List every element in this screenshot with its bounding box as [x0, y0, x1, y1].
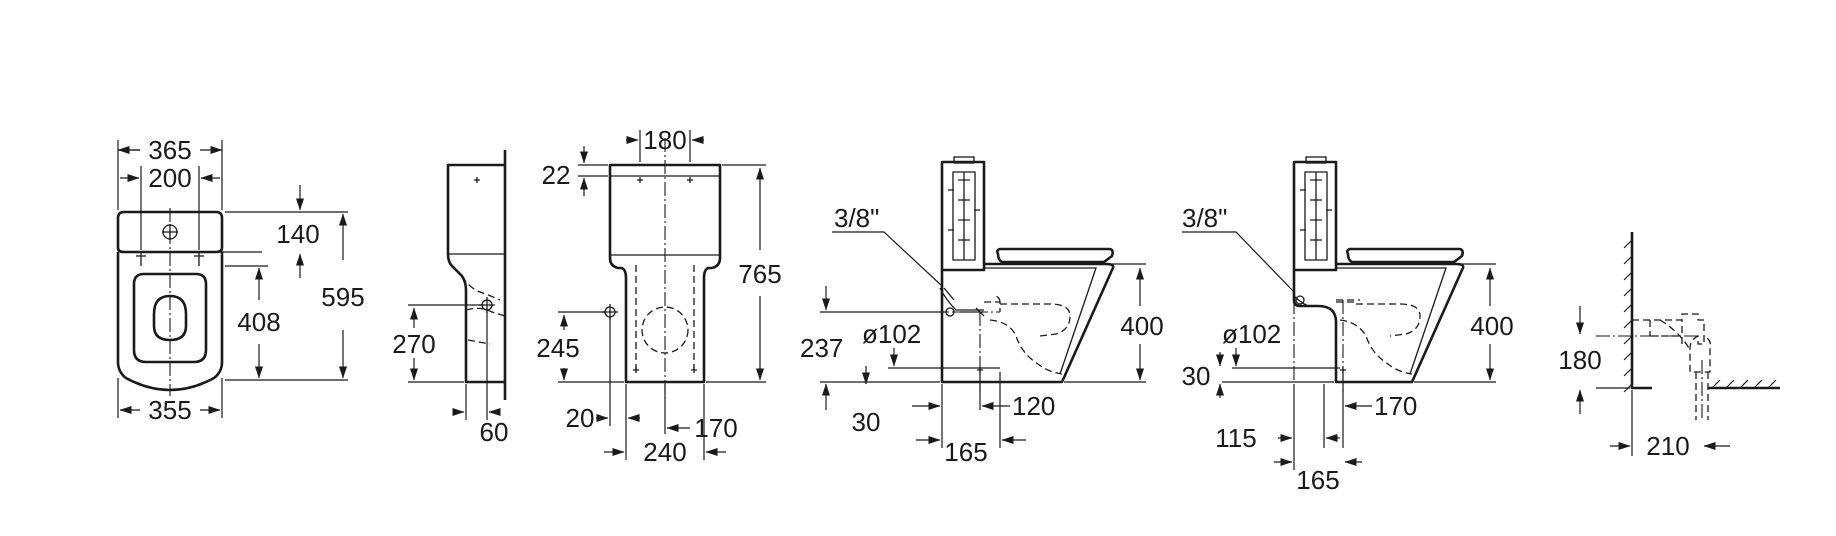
section2-bowl-outline — [1292, 262, 1465, 384]
section1-seat — [996, 247, 1114, 264]
front-outlet-hidden — [641, 306, 689, 354]
dim-label-22: 22 — [542, 160, 571, 190]
side-outline — [446, 163, 505, 384]
dim-label-270: 270 — [392, 329, 435, 359]
ext-lines-top — [117, 140, 348, 418]
dim-label-240: 240 — [643, 437, 686, 467]
section1-leader-38 — [832, 231, 943, 287]
dim-label-765: 765 — [738, 259, 781, 289]
top-view: 365 200 140 595 408 355 — [116, 135, 365, 425]
dim-label-245: 245 — [536, 333, 579, 363]
section2-inlet-pipe — [1293, 295, 1309, 307]
section2-hidden-trap — [1336, 299, 1421, 375]
section1-tank-outline — [940, 160, 986, 272]
dim-label-355: 355 — [148, 395, 191, 425]
section1-bowl-inner — [984, 267, 1097, 375]
detail-wall-line — [1630, 232, 1652, 390]
dim-label-165-wall: 165 — [1296, 465, 1339, 495]
section1-hidden-trap — [984, 295, 1071, 375]
ext-lines-front — [558, 130, 766, 460]
dim-label-170: 170 — [694, 413, 737, 443]
section-floor-outlet: 3/8" ø102 400 237 30 120 165 — [800, 156, 1164, 467]
front-tank-outline — [608, 163, 722, 384]
detail-wall-hatch — [1623, 239, 1633, 393]
dim-label-60: 60 — [480, 417, 509, 447]
dim-label-120: 120 — [1012, 391, 1055, 421]
section2-flush-valve — [1304, 171, 1328, 261]
section2-bowl-inner — [1336, 267, 1447, 375]
detail-centerline — [1596, 335, 1703, 420]
section1-flush-valve — [952, 171, 976, 261]
front-view: 180 22 765 245 20 170 240 — [536, 125, 781, 467]
dim-label-102-floor: ø102 — [862, 319, 921, 349]
section2-inlet-icon — [1295, 295, 1305, 305]
section1-tank-lid — [953, 156, 975, 164]
dim-label-180: 180 — [643, 125, 686, 155]
front-fixing-lines — [635, 265, 695, 370]
side-view: 270 60 — [392, 150, 508, 447]
front-screw-right — [687, 177, 693, 183]
dim-label-237: 237 — [800, 333, 843, 363]
front-screw-left — [637, 177, 643, 183]
section1-inlet-pipe — [939, 287, 984, 311]
ext-lines-section2 — [1222, 263, 1496, 470]
dim-label-408: 408 — [237, 307, 280, 337]
fixing-point-left — [136, 252, 146, 266]
dim-label-38-floor: 3/8" — [834, 203, 879, 233]
dim-label-165-floor: 165 — [944, 437, 987, 467]
dim-label-365: 365 — [148, 135, 191, 165]
section1-centerline — [820, 311, 1000, 392]
dim-label-400-wall: 400 — [1470, 311, 1513, 341]
dim-label-595: 595 — [321, 282, 364, 312]
dim-label-30-wall: 30 — [1182, 361, 1211, 391]
side-hidden-trap — [461, 275, 506, 345]
dim-label-102-wall: ø102 — [1222, 319, 1281, 349]
section-wall-outlet: 3/8" ø102 400 30 170 115 165 — [1182, 156, 1514, 495]
dim-label-20: 20 — [566, 403, 595, 433]
seat-outline-top — [132, 272, 208, 364]
dim-label-30-floor: 30 — [852, 407, 881, 437]
detail-floor-hatch — [1711, 379, 1777, 389]
ext-lines-detail — [1596, 387, 1633, 456]
section2-seat — [1346, 247, 1464, 264]
dim-label-170-wall: 170 — [1374, 391, 1417, 421]
dim-label-210: 210 — [1646, 431, 1689, 461]
detail-outlet-pipe — [1632, 313, 1712, 420]
section1-bowl-outline — [940, 262, 1115, 384]
section2-valve-parts — [1300, 189, 1332, 231]
section2-centerline — [1222, 300, 1344, 392]
ext-lines-side — [408, 304, 488, 420]
dim-label-180-detail: 180 — [1558, 345, 1601, 375]
section2-tank-outline — [1292, 160, 1338, 272]
dim-label-140: 140 — [276, 219, 319, 249]
side-screw-marks — [474, 177, 480, 183]
dim-label-38-wall: 3/8" — [1182, 203, 1227, 233]
dim-label-115: 115 — [1215, 423, 1256, 453]
outlet-detail: 180 210 — [1558, 232, 1780, 461]
dim-label-200: 200 — [148, 163, 191, 193]
fixing-point-right — [194, 252, 204, 266]
section2-leader-38 — [1182, 231, 1295, 293]
section1-valve-parts — [948, 189, 980, 231]
dim-label-400-floor: 400 — [1120, 311, 1163, 341]
section2-tank-lid — [1305, 156, 1327, 164]
